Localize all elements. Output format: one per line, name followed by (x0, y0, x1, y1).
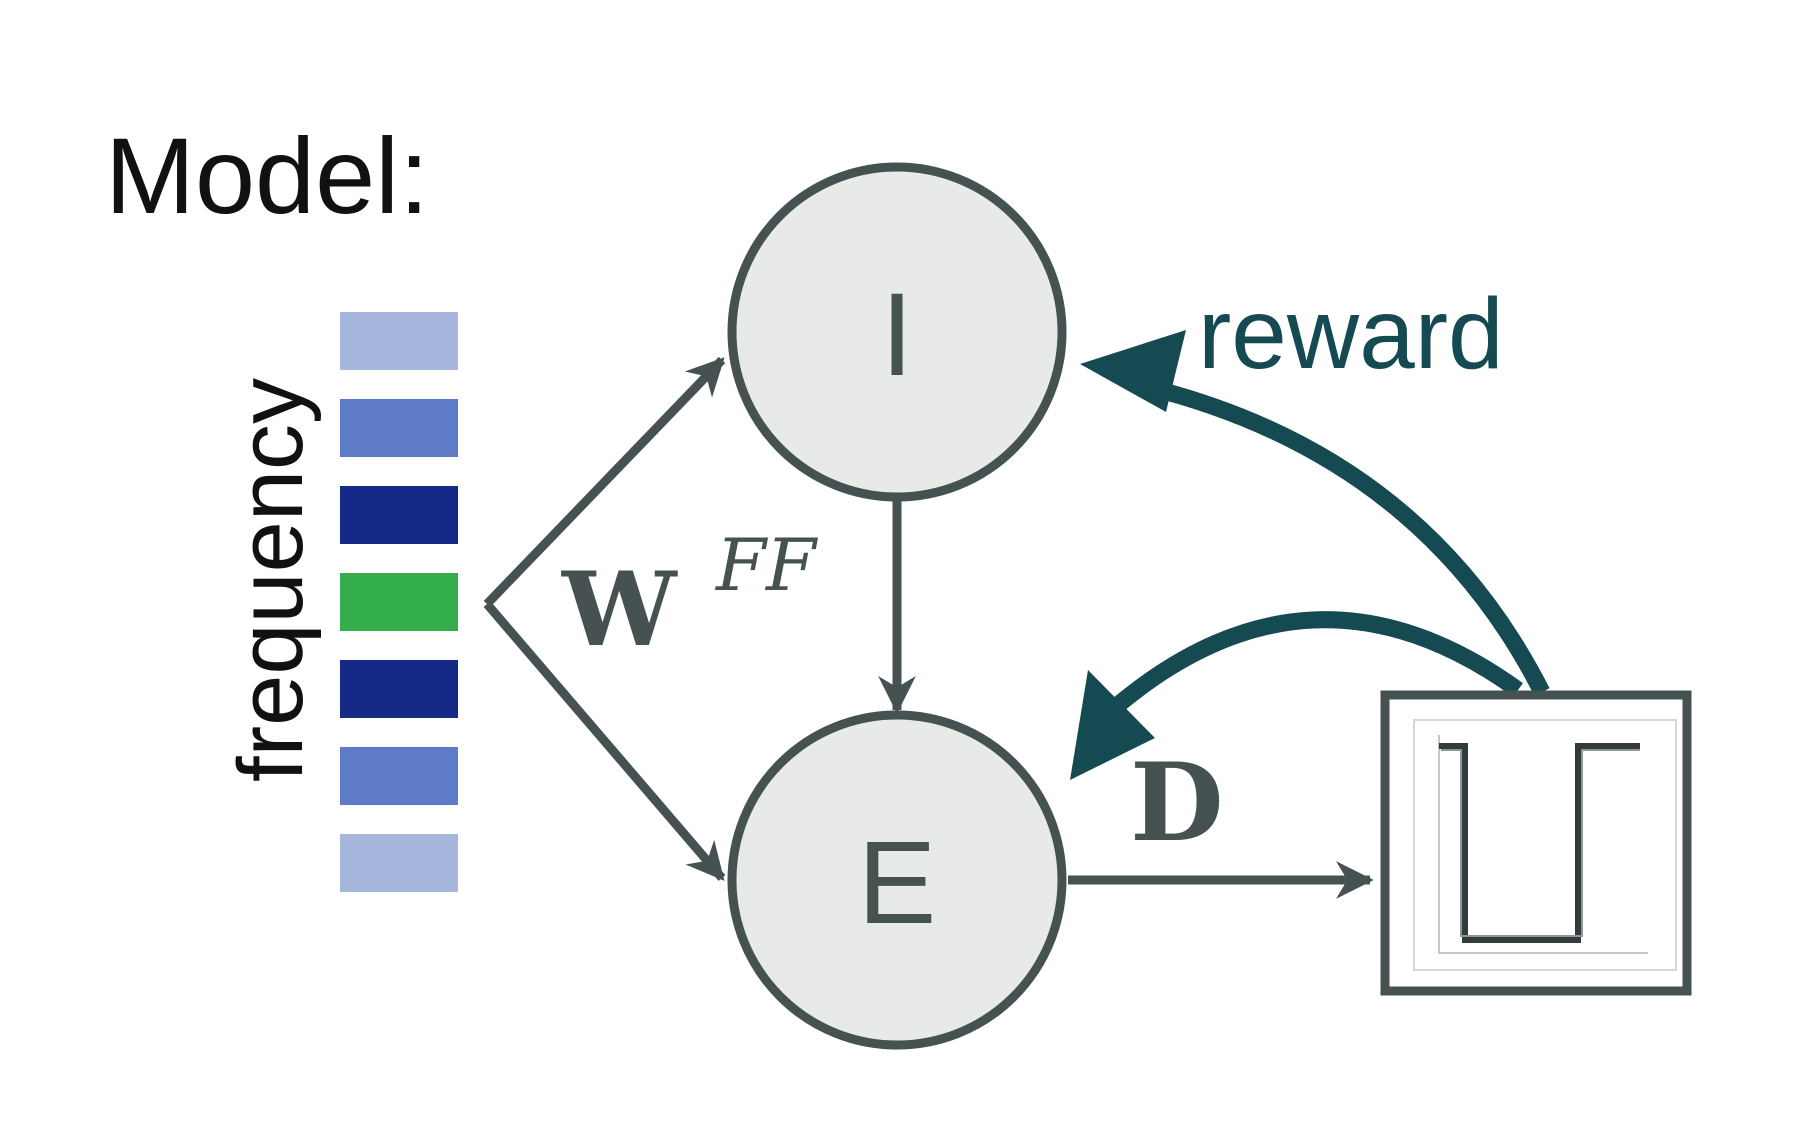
node-e-label: E (858, 817, 937, 949)
reward-arrowhead-e (1070, 670, 1155, 780)
reward-arrows (1070, 330, 1550, 780)
frequency-bar-5 (340, 660, 458, 718)
frequency-bar-4 (340, 573, 458, 631)
node-i-label: I (881, 269, 914, 401)
frequency-bar-6 (340, 747, 458, 805)
ff-weight-superscript: FF (714, 523, 819, 607)
output-plot-frame (1380, 690, 1692, 996)
reward-arrowhead-i (1080, 330, 1186, 412)
frequency-label: frequency (220, 378, 322, 782)
node-inhibitory: I (727, 162, 1067, 502)
ff-weight-base: W (561, 550, 678, 670)
frequency-bar-1 (340, 312, 458, 370)
frequency-bar-3 (340, 486, 458, 544)
frequency-bars (340, 312, 458, 892)
ff-weight-label: W FF (561, 523, 819, 670)
model-title: Model: (105, 115, 429, 236)
node-e-circle (727, 710, 1067, 1050)
reward-arrow-to-e (1106, 611, 1523, 717)
frequency-bar-2 (340, 399, 458, 457)
decoder-weight-label: D (1130, 740, 1224, 866)
ff-arrow-to-e (483, 601, 726, 881)
output-plot (1380, 690, 1692, 996)
output-plot-signal-trace (1441, 749, 1640, 937)
frequency-bar-7 (340, 834, 458, 892)
node-excitatory: E (727, 710, 1067, 1050)
output-plot-axes (1438, 735, 1648, 954)
reward-label: reward (1198, 278, 1504, 390)
output-plot-inner-frame (1413, 719, 1677, 971)
ff-arrow-to-i (483, 356, 726, 608)
output-plot-signal (1439, 743, 1640, 943)
reward-arrow-to-i (1138, 376, 1550, 696)
feedforward-arrows (483, 356, 726, 881)
node-i-circle (727, 162, 1067, 502)
